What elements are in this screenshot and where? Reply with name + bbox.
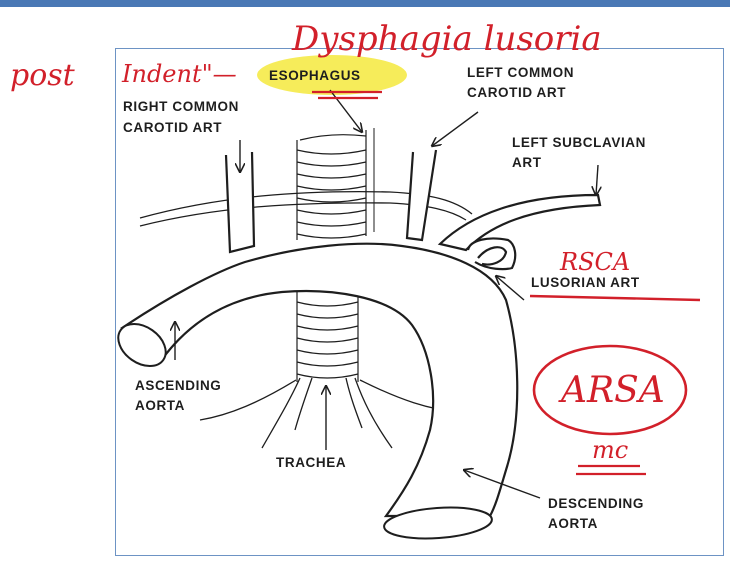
trachea — [297, 290, 358, 382]
label-left-common-carotid-2: CAROTID ART — [467, 85, 566, 100]
label-descending-aorta-2: AORTA — [548, 516, 598, 531]
label-ascending-aorta-1: ASCENDING — [135, 378, 221, 393]
lusorian-underline — [530, 296, 700, 300]
annotation-indent: Indent"— — [121, 60, 237, 88]
label-left-subclavian-1: LEFT SUBCLAVIAN — [512, 135, 646, 150]
label-esophagus: ESOPHAGUS — [269, 68, 361, 83]
esophagus-underline — [312, 92, 382, 98]
arrow-esophagus — [330, 90, 362, 132]
esophagus — [297, 128, 374, 240]
label-left-subclavian-2: ART — [512, 155, 542, 170]
arrow-left-carotid — [432, 112, 478, 146]
label-lusorian-artery: LUSORIAN ART — [531, 275, 640, 290]
annotation-post: post — [10, 58, 76, 93]
label-ascending-aorta-2: AORTA — [135, 398, 185, 413]
label-trachea: TRACHEA — [276, 455, 346, 470]
label-right-common-carotid-2: CAROTID ART — [123, 120, 222, 135]
label-descending-aorta-1: DESCENDING — [548, 496, 644, 511]
arrow-left-subclavian — [596, 165, 598, 195]
annotation-mc: mc — [592, 436, 628, 464]
label-left-common-carotid-1: LEFT COMMON — [467, 65, 574, 80]
mc-underline — [576, 466, 646, 474]
annotation-rsca: RSCA — [559, 248, 630, 276]
annotation-arsa: ARSA — [558, 370, 665, 411]
annotation-dysphagia-lusoria: Dysphagia lusoria — [291, 19, 602, 59]
label-right-common-carotid-1: RIGHT COMMON — [123, 99, 239, 114]
